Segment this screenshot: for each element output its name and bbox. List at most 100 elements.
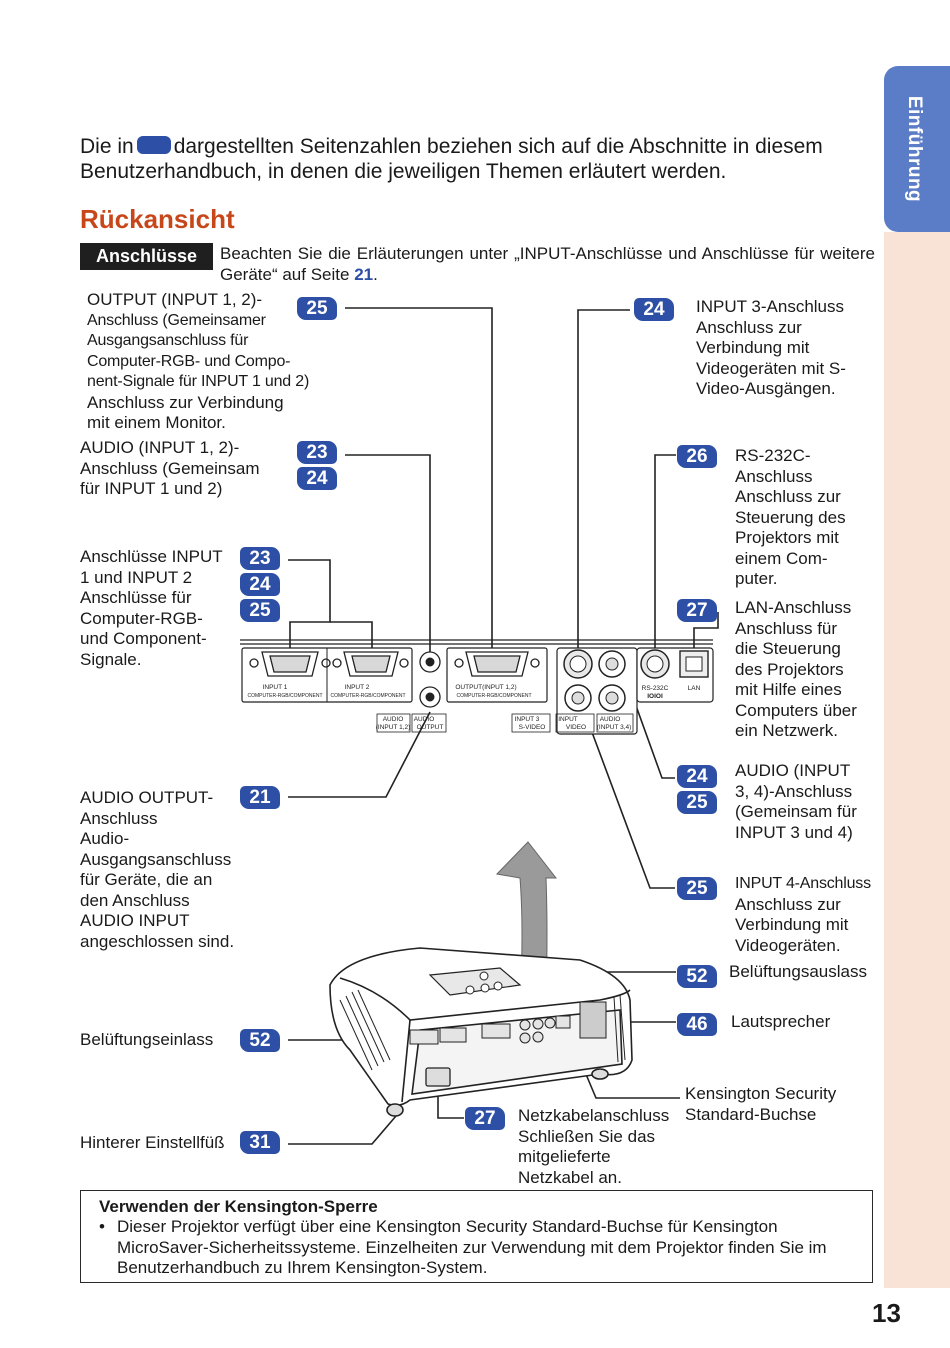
page-ref-input12-a[interactable]: 23 (240, 547, 280, 570)
panel-input1-sub: COMPUTER-RGB/COMPONENT (248, 693, 323, 699)
panel-rs232-sub: IOIOI (647, 693, 663, 700)
panel-input2: INPUT 2 (345, 684, 370, 691)
callout-intake: Belüftungseinlass (80, 1030, 214, 1049)
leader-input12 (288, 559, 331, 652)
callout-audio-out-l7: AUDIO INPUT (80, 911, 190, 930)
panel-audio-out-sub: OUTPUT (417, 724, 444, 731)
callout-rs232: RS-232C- Anschluss Anschluss zur Steueru… (735, 446, 846, 590)
callout-audio-out-l2: Anschluss (80, 808, 158, 828)
panel-audio34: AUDIO (600, 716, 621, 723)
leader-output (345, 307, 493, 652)
callout-input12-l3: Anschlüsse für (80, 588, 192, 607)
callout-input4-l4: Videogeräten. (735, 935, 841, 955)
callout-output-l7: mit einem Monitor. (87, 413, 226, 432)
page-ref-input3[interactable]: 24 (634, 298, 674, 321)
callout-audio34: AUDIO (INPUT 3, 4)-Anschluss (Gemeinsam … (735, 761, 857, 843)
callout-rs232-l3: Anschluss zur (735, 487, 841, 506)
callout-audio12-l2: Anschluss (Gemeinsam (80, 458, 260, 478)
callout-audio-out-l4: Ausgangsanschluss (80, 849, 232, 869)
callout-power: Netzkabelanschluss Schließen Sie das mit… (518, 1106, 669, 1188)
page-ref-intake[interactable]: 52 (240, 1029, 280, 1052)
callout-audio12-l1: AUDIO (INPUT 1, 2)- (80, 438, 240, 457)
callout-input12-l1: Anschlüsse INPUT (80, 547, 223, 566)
leader-audio12 (345, 454, 431, 652)
callout-input3-l2: Anschluss zur (696, 317, 802, 337)
callout-kensington-l2: Standard-Buchse (685, 1104, 817, 1124)
terminals-note-text: Beachten Sie die Erläuterungen unter „IN… (220, 244, 875, 284)
callout-kensington-l1: Kensington Security (685, 1084, 837, 1103)
callout-input3-l5: Video-Ausgängen. (696, 379, 836, 398)
page-ref-speaker[interactable]: 46 (677, 1013, 717, 1036)
leader-input3 (577, 309, 630, 652)
page-ref-audio12-b[interactable]: 24 (297, 467, 337, 490)
leader-audio-out (288, 711, 431, 798)
callout-rs232-l5: Projektors mit (735, 528, 839, 547)
callout-input3: INPUT 3-Anschluss Anschluss zur Verbindu… (696, 297, 846, 400)
panel-audio-out: AUDIO (414, 716, 435, 723)
page-ref-power[interactable]: 27 (465, 1107, 505, 1130)
callout-rs232-l7: puter. (735, 569, 778, 588)
callout-audio-out-l3: Audio- (80, 829, 130, 848)
callout-input3-l3: Verbindung mit (696, 338, 810, 357)
panel-audio34-sub: (INPUT 3,4) (597, 724, 632, 731)
callout-input4-l2: Anschluss zur (735, 894, 841, 914)
terminals-note-page[interactable]: 21 (354, 264, 374, 284)
panel-lan: LAN (688, 685, 701, 692)
panel-audio-in-sub: (INPUT 1,2) (376, 724, 411, 731)
callout-power-l3: mitgelieferte (518, 1147, 611, 1166)
callout-input12-l2: 1 und INPUT 2 (80, 567, 193, 587)
callout-lan: LAN-Anschluss Anschluss für die Steuerun… (735, 598, 857, 742)
kensington-note-title: Verwenden der Kensington-Sperre (99, 1197, 378, 1216)
callout-audio12-l3: für INPUT 1 und 2) (80, 479, 223, 498)
callout-lan-l3: die Steuerung (735, 639, 841, 658)
callout-lan-l2: Anschluss für (735, 618, 838, 638)
leader-foot (288, 1115, 397, 1145)
intro-after: dargestellten Seitenzahlen beziehen sich… (80, 135, 823, 183)
panel-input3: INPUT 3 (515, 716, 540, 723)
leader-input4 (579, 699, 675, 889)
callout-input3-l1: INPUT 3-Anschluss (696, 297, 845, 316)
page-ref-input4[interactable]: 25 (677, 877, 717, 900)
page-ref-audio-out[interactable]: 21 (240, 786, 280, 809)
projector-illustration (329, 947, 633, 1117)
page-ref-audio34-a[interactable]: 24 (677, 765, 717, 788)
kensington-note-bullet: • (99, 1217, 105, 1236)
callout-output: OUTPUT (INPUT 1, 2)- Anschluss (Gemeinsa… (87, 290, 309, 434)
callout-rs232-l6: einem Com- (735, 548, 828, 568)
callout-lan-l7: ein Netzwerk. (735, 721, 838, 740)
callout-exhaust: Belüftungsauslass (729, 962, 867, 981)
callout-lan-l5: mit Hilfe eines (735, 680, 842, 699)
panel-audio-in: AUDIO (383, 716, 404, 723)
callout-audio34-l2: 3, 4)-Anschluss (735, 781, 853, 801)
callout-speaker: Lautsprecher (731, 1012, 831, 1031)
panel-input1: INPUT 1 (263, 684, 288, 691)
page-ref-audio12-a[interactable]: 23 (297, 441, 337, 464)
callout-audio12: AUDIO (INPUT 1, 2)- Anschluss (Gemeinsam… (80, 438, 260, 500)
intro-before: Die in (80, 135, 134, 158)
kensington-note-text: Dieser Projektor verfügt über eine Kensi… (117, 1217, 827, 1277)
callout-power-l4: Netzkabel an. (518, 1167, 622, 1187)
callout-power-l1: Netzkabelanschluss (518, 1106, 670, 1125)
leader-rs232 (654, 454, 676, 652)
callout-audio-out: AUDIO OUTPUT- Anschluss Audio- Ausgangsa… (80, 788, 234, 952)
chapter-tab[interactable]: Einführung (884, 66, 950, 232)
page-ref-foot[interactable]: 31 (240, 1131, 280, 1154)
callout-rs232-l1: RS-232C- (735, 446, 811, 465)
terminals-note: Beachten Sie die Erläuterungen unter „IN… (220, 244, 875, 285)
page-ref-rs232[interactable]: 26 (677, 445, 717, 468)
callout-output-l2: Anschluss (Gemeinsamer (87, 311, 266, 329)
callout-output-l3: Ausgangsanschluss für (87, 332, 249, 349)
callout-audio-out-l1: AUDIO OUTPUT- (80, 788, 214, 807)
page-ref-exhaust[interactable]: 52 (677, 965, 717, 988)
callout-audio-out-l5: für Geräte, die an (80, 870, 213, 889)
page-ref-input12-b[interactable]: 24 (240, 573, 280, 596)
page-ref-output[interactable]: 25 (297, 297, 337, 320)
callout-rs232-l2: Anschluss (735, 466, 813, 486)
page-number: 13 (872, 1298, 901, 1328)
page-ref-lan[interactable]: 27 (677, 599, 717, 622)
page-ref-audio34-b[interactable]: 25 (677, 791, 717, 814)
callout-lan-l1: LAN-Anschluss (735, 598, 852, 617)
page-ref-input12-c[interactable]: 25 (240, 599, 280, 622)
